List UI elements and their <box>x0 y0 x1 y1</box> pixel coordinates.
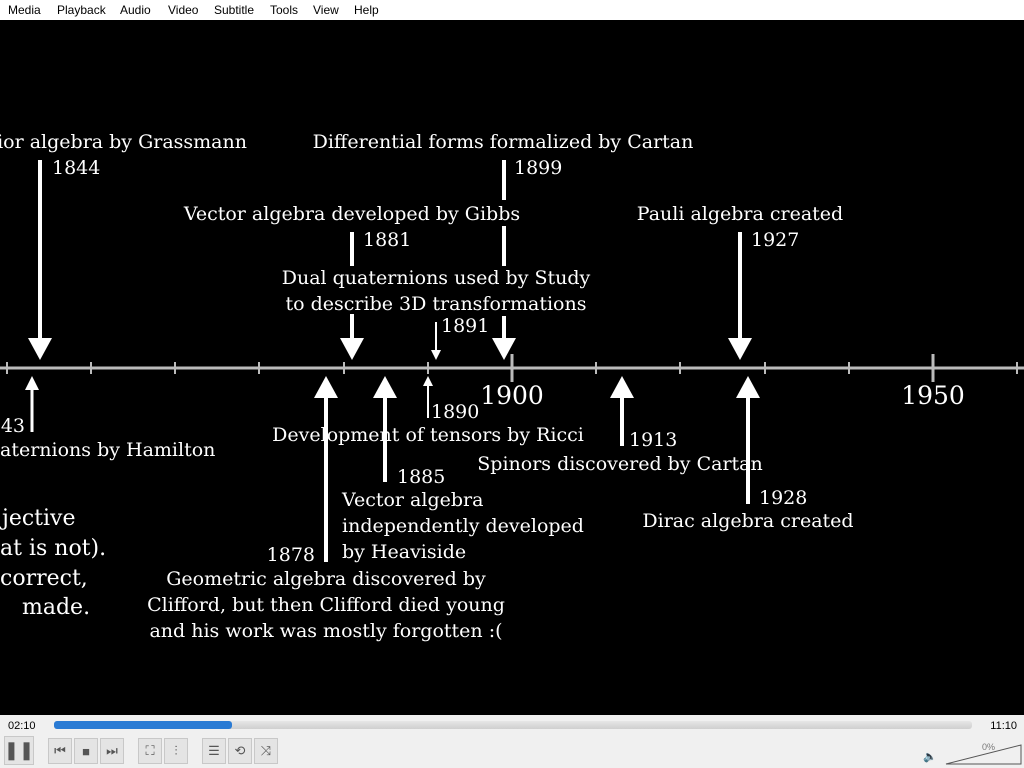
menu-bar: Media Playback Audio Video Subtitle Tool… <box>0 0 1024 20</box>
timeline-axis <box>0 354 1024 382</box>
event-clifford-line1: Geometric algebra discovered by <box>166 568 486 590</box>
volume-label: 0% <box>982 742 996 752</box>
next-icon: ⏭ <box>106 743 118 758</box>
left-text-line1: jective <box>0 506 76 531</box>
player-controls: 02:10 11:10 ❚❚ ⏮ ■ ⏭ ⛶ ⫶ ☰ ⟲ ⤨ 🔈 0% <box>0 715 1024 768</box>
left-text-line3: correct, <box>0 566 88 591</box>
volume-slider[interactable]: 0% <box>944 742 1024 765</box>
fullscreen-button[interactable]: ⛶ <box>138 738 162 764</box>
playlist-button[interactable]: ☰ <box>202 738 226 764</box>
event-study-line1: Dual quaternions used by Study <box>282 267 591 289</box>
event-dirac: Dirac algebra created <box>642 510 853 532</box>
previous-icon: ⏮ <box>54 743 66 758</box>
event-heaviside-line2: independently developed <box>342 515 584 537</box>
fullscreen-icon: ⛶ <box>145 743 155 758</box>
year-1891: 1891 <box>441 315 489 337</box>
shuffle-icon: ⤨ <box>260 743 272 758</box>
total-time: 11:10 <box>990 720 1017 732</box>
menu-tools[interactable]: Tools <box>270 3 299 17</box>
menu-view[interactable]: View <box>313 3 339 17</box>
event-heaviside-line1: Vector algebra <box>341 489 483 511</box>
equalizer-icon: ⫶ <box>174 743 178 758</box>
year-1878: 1878 <box>267 544 315 566</box>
speaker-icon[interactable]: 🔈 <box>923 751 937 763</box>
year-1885: 1885 <box>397 466 445 488</box>
left-text-line2: at is not). <box>0 536 106 561</box>
left-text-line4: made. <box>22 595 90 620</box>
video-area[interactable]: 1900 1950 rior algebra by Grassmann 1844… <box>0 20 1024 715</box>
axis-label-1900: 1900 <box>480 381 544 410</box>
year-1881: 1881 <box>363 229 411 251</box>
year-1890: 1890 <box>431 401 479 423</box>
loop-button[interactable]: ⟲ <box>228 738 252 764</box>
menu-subtitle[interactable]: Subtitle <box>214 3 255 17</box>
year-1927: 1927 <box>751 229 799 251</box>
extended-settings-button[interactable]: ⫶ <box>164 738 188 764</box>
event-study-line2: to describe 3D transformations <box>286 293 587 315</box>
axis-label-1950: 1950 <box>901 381 965 410</box>
seek-bar[interactable] <box>54 721 972 729</box>
timeline-arrows <box>25 160 760 562</box>
menu-audio[interactable]: Audio <box>120 3 151 17</box>
event-ricci: Development of tensors by Ricci <box>272 424 584 446</box>
event-hamilton: aternions by Hamilton <box>0 439 215 461</box>
menu-video[interactable]: Video <box>168 3 199 17</box>
event-cartan-forms: Differential forms formalized by Cartan <box>313 131 694 153</box>
event-spinors: Spinors discovered by Cartan <box>477 453 762 475</box>
event-clifford-line3: and his work was mostly forgotten :( <box>149 620 502 642</box>
shuffle-button[interactable]: ⤨ <box>254 738 278 764</box>
year-1899: 1899 <box>514 157 562 179</box>
year-1844: 1844 <box>52 157 100 179</box>
stop-button[interactable]: ■ <box>74 738 98 764</box>
event-grassmann: rior algebra by Grassmann <box>0 131 247 153</box>
stop-icon: ■ <box>82 743 90 759</box>
menu-media[interactable]: Media <box>8 3 41 17</box>
event-heaviside-line3: by Heaviside <box>342 541 466 563</box>
year-1928: 1928 <box>759 487 807 509</box>
elapsed-time: 02:10 <box>8 720 36 732</box>
seek-bar-fill <box>54 721 233 729</box>
pause-button[interactable]: ❚❚ <box>4 736 34 765</box>
next-button[interactable]: ⏭ <box>100 738 124 764</box>
event-gibbs: Vector algebra developed by Gibbs <box>183 203 520 225</box>
menu-playback[interactable]: Playback <box>57 3 106 17</box>
menu-help[interactable]: Help <box>354 3 379 17</box>
year-1843: 843 <box>0 415 25 437</box>
playlist-icon: ☰ <box>208 743 220 758</box>
event-pauli: Pauli algebra created <box>637 203 843 225</box>
year-1913: 1913 <box>629 429 677 451</box>
timeline-frame: 1900 1950 rior algebra by Grassmann 1844… <box>0 131 1024 642</box>
previous-button[interactable]: ⏮ <box>48 738 72 764</box>
loop-icon: ⟲ <box>234 743 246 758</box>
pause-icon: ❚❚ <box>3 740 35 760</box>
event-clifford-line2: Clifford, but then Clifford died young <box>147 594 505 616</box>
